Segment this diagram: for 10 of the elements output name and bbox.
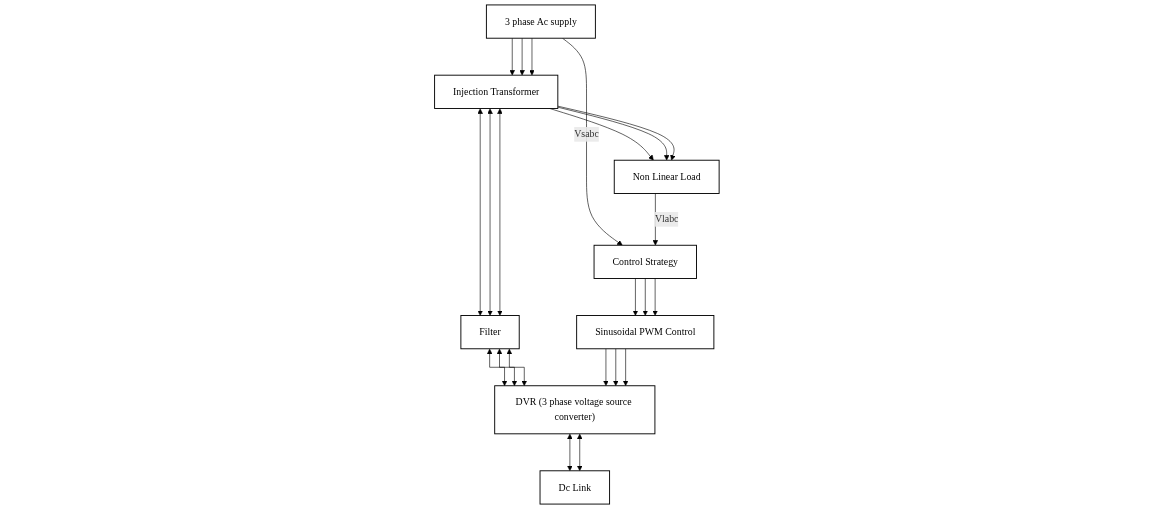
node-box: Control Strategy <box>593 244 697 279</box>
node-box: Injection Transformer <box>433 74 558 109</box>
node-box: DVR (3 phase voltage source converter) <box>493 385 655 435</box>
node-box: Dc Link <box>539 470 610 505</box>
node-box: Sinusoidal PWM Control <box>575 315 714 350</box>
node-box: 3 phase Ac supply <box>485 4 596 39</box>
node-box: Non Linear Load <box>613 159 720 194</box>
node-box: Filter <box>460 315 520 350</box>
edge-label: Vlabc <box>654 213 679 225</box>
edge-label: Vsabc <box>573 128 599 140</box>
